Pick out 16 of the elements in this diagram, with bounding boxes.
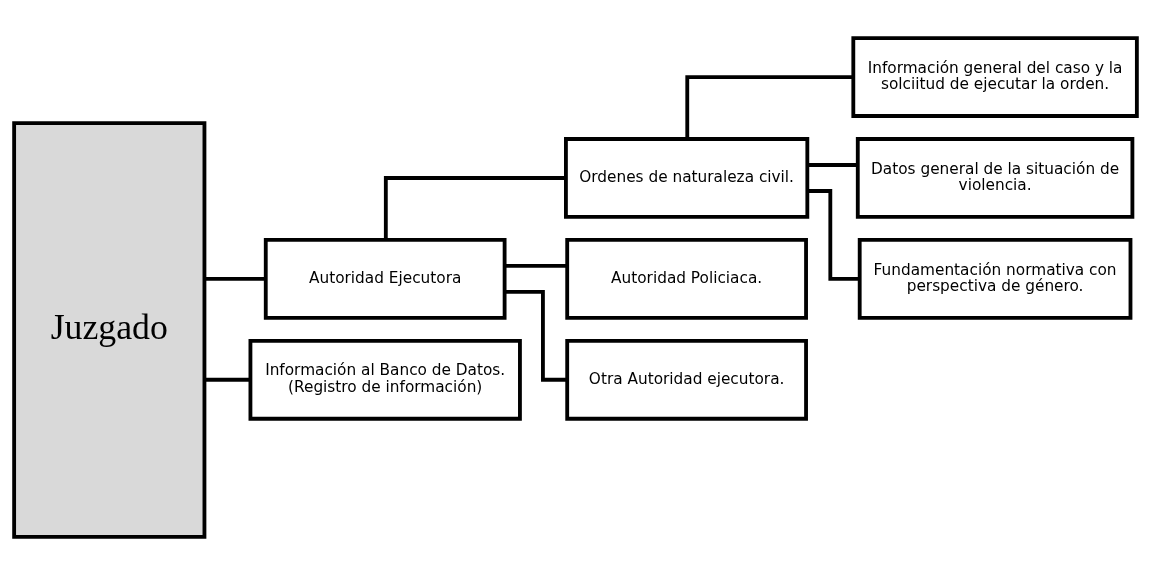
- node-box: Otra Autoridad ejecutora.: [565, 338, 808, 421]
- connector: [204, 377, 251, 382]
- connector: [504, 289, 567, 382]
- connector: [383, 176, 566, 240]
- connector: [204, 276, 266, 281]
- node-box: Datos general de la situación de violencia.: [855, 137, 1135, 219]
- node-box: Fundamentación normativa con perspectiva de género.: [857, 238, 1133, 320]
- connector: [807, 163, 858, 167]
- connector: [504, 263, 567, 268]
- connector: [685, 75, 853, 139]
- node-box: Información al Banco de Datos. (Registro de información): [248, 338, 522, 421]
- node-box: Autoridad Ejecutora: [263, 238, 507, 320]
- node-box: Autoridad Policiaca.: [565, 238, 808, 320]
- node-box: Juzgado: [12, 121, 207, 539]
- node-box: Información general del caso y la solciitud de ejecutar la orden.: [851, 36, 1139, 118]
- node-box: Ordenes de naturaleza civil.: [564, 137, 810, 219]
